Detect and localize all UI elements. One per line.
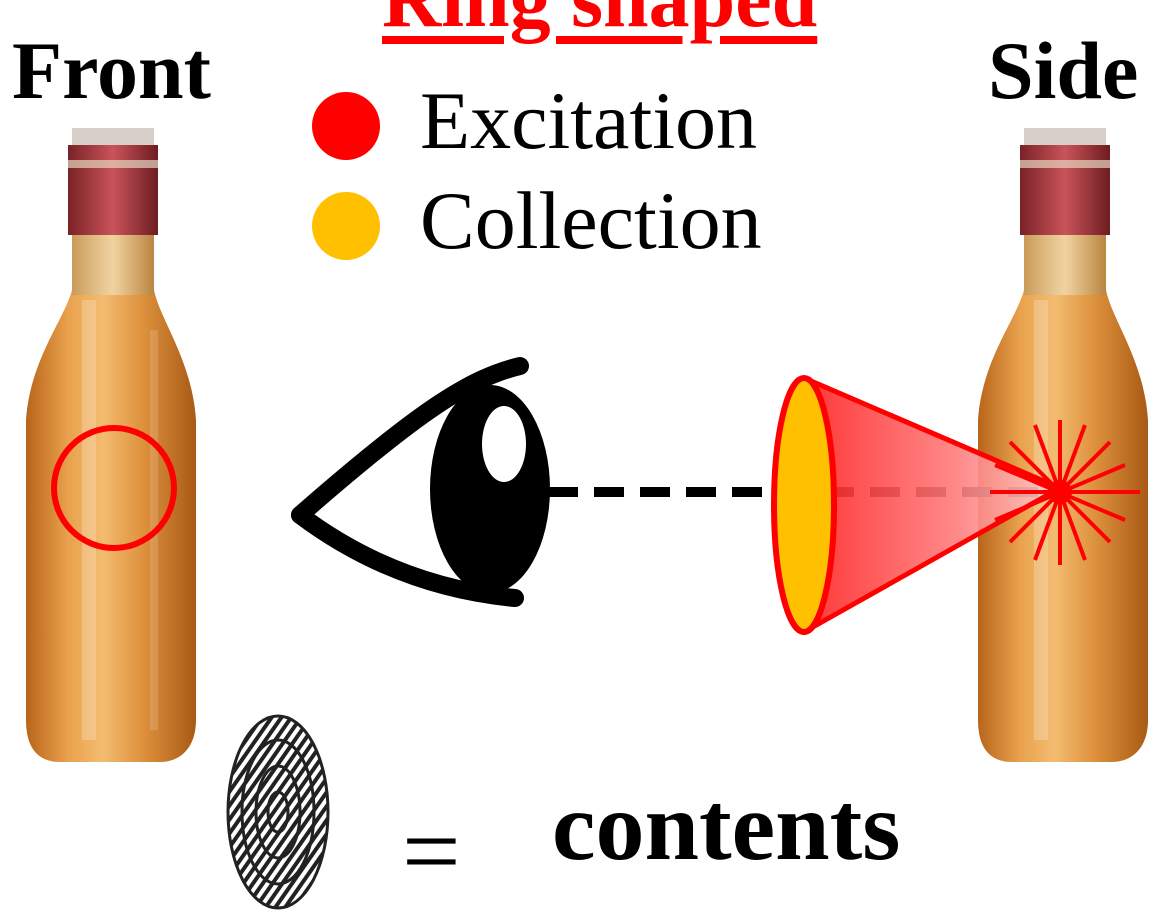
collection-ring	[51, 425, 177, 551]
legend-excitation-label: Excitation	[420, 75, 758, 166]
excitation-dot	[312, 92, 380, 160]
side-label: Side	[988, 25, 1139, 116]
title: Ring shaped	[382, 0, 817, 40]
eye-icon	[291, 357, 550, 607]
contents-label: contents	[552, 773, 901, 881]
collection-cone	[771, 375, 1066, 635]
legend-collection-label: Collection	[420, 175, 762, 266]
front-label: Front	[12, 25, 211, 116]
fingerprint-icon	[226, 714, 330, 910]
front-bottle	[26, 128, 196, 762]
collection-dot	[312, 192, 380, 260]
laser-burst-icon	[990, 420, 1140, 565]
equals-sign: =	[402, 794, 461, 909]
side-bottle	[978, 128, 1148, 762]
